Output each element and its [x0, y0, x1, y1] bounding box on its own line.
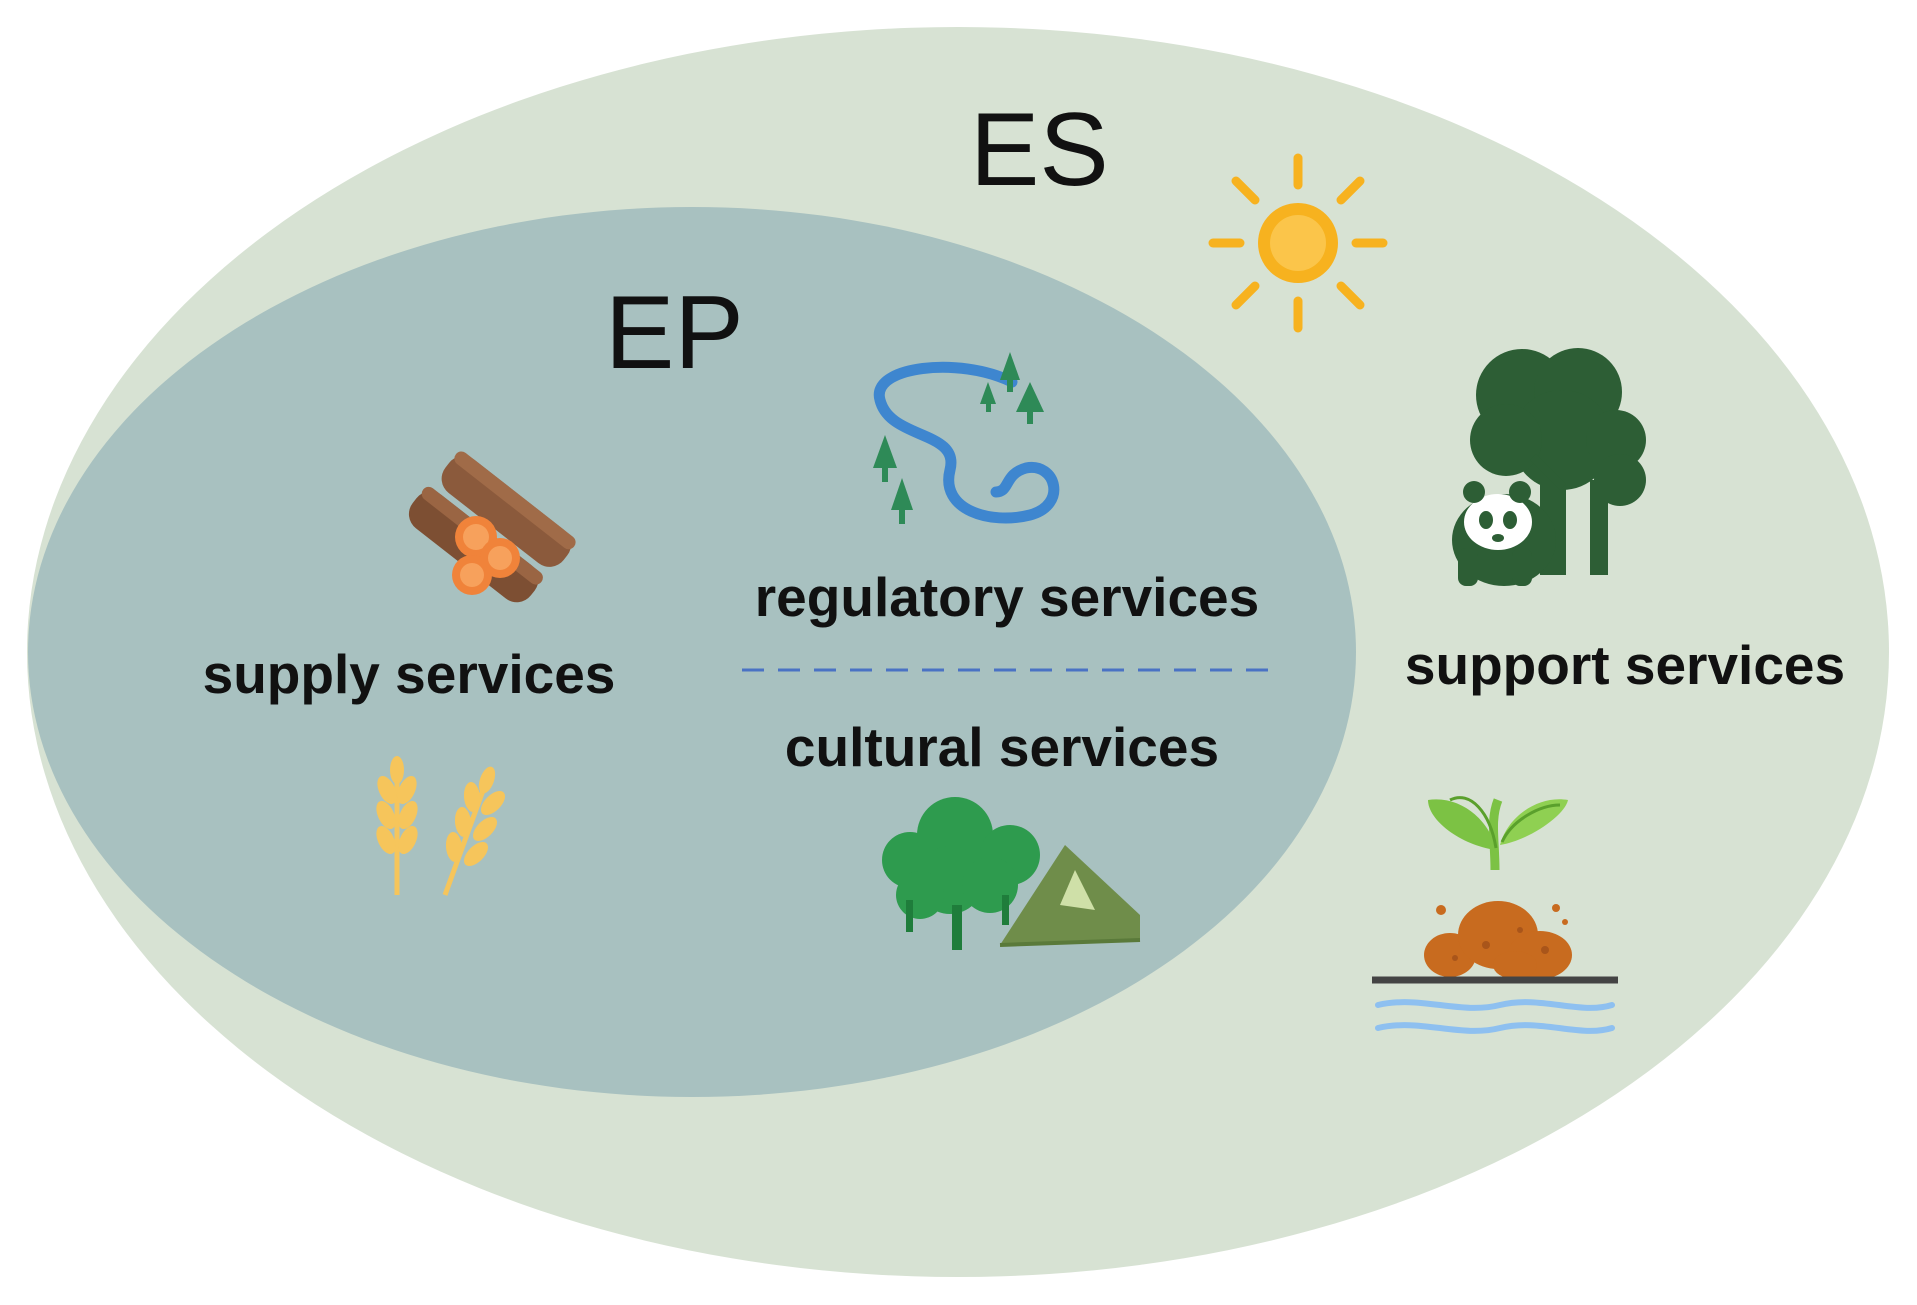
trees-tent-icon — [882, 797, 1141, 950]
river-trees-icon — [873, 352, 1060, 524]
support-services-label: support services — [1405, 634, 1845, 696]
cultural-services-label: cultural services — [785, 716, 1219, 778]
ep-label: EP — [605, 275, 744, 391]
es-label: ES — [970, 92, 1109, 208]
tree-panda-icon — [1452, 348, 1646, 586]
regulatory-services-label: regulatory services — [755, 566, 1259, 628]
sun-icon — [1208, 153, 1388, 333]
sprout-soil-water-icon — [1372, 796, 1618, 1034]
supply-services-label: supply services — [203, 643, 616, 705]
logs-icon — [408, 451, 576, 603]
wheat-icon — [376, 756, 506, 896]
